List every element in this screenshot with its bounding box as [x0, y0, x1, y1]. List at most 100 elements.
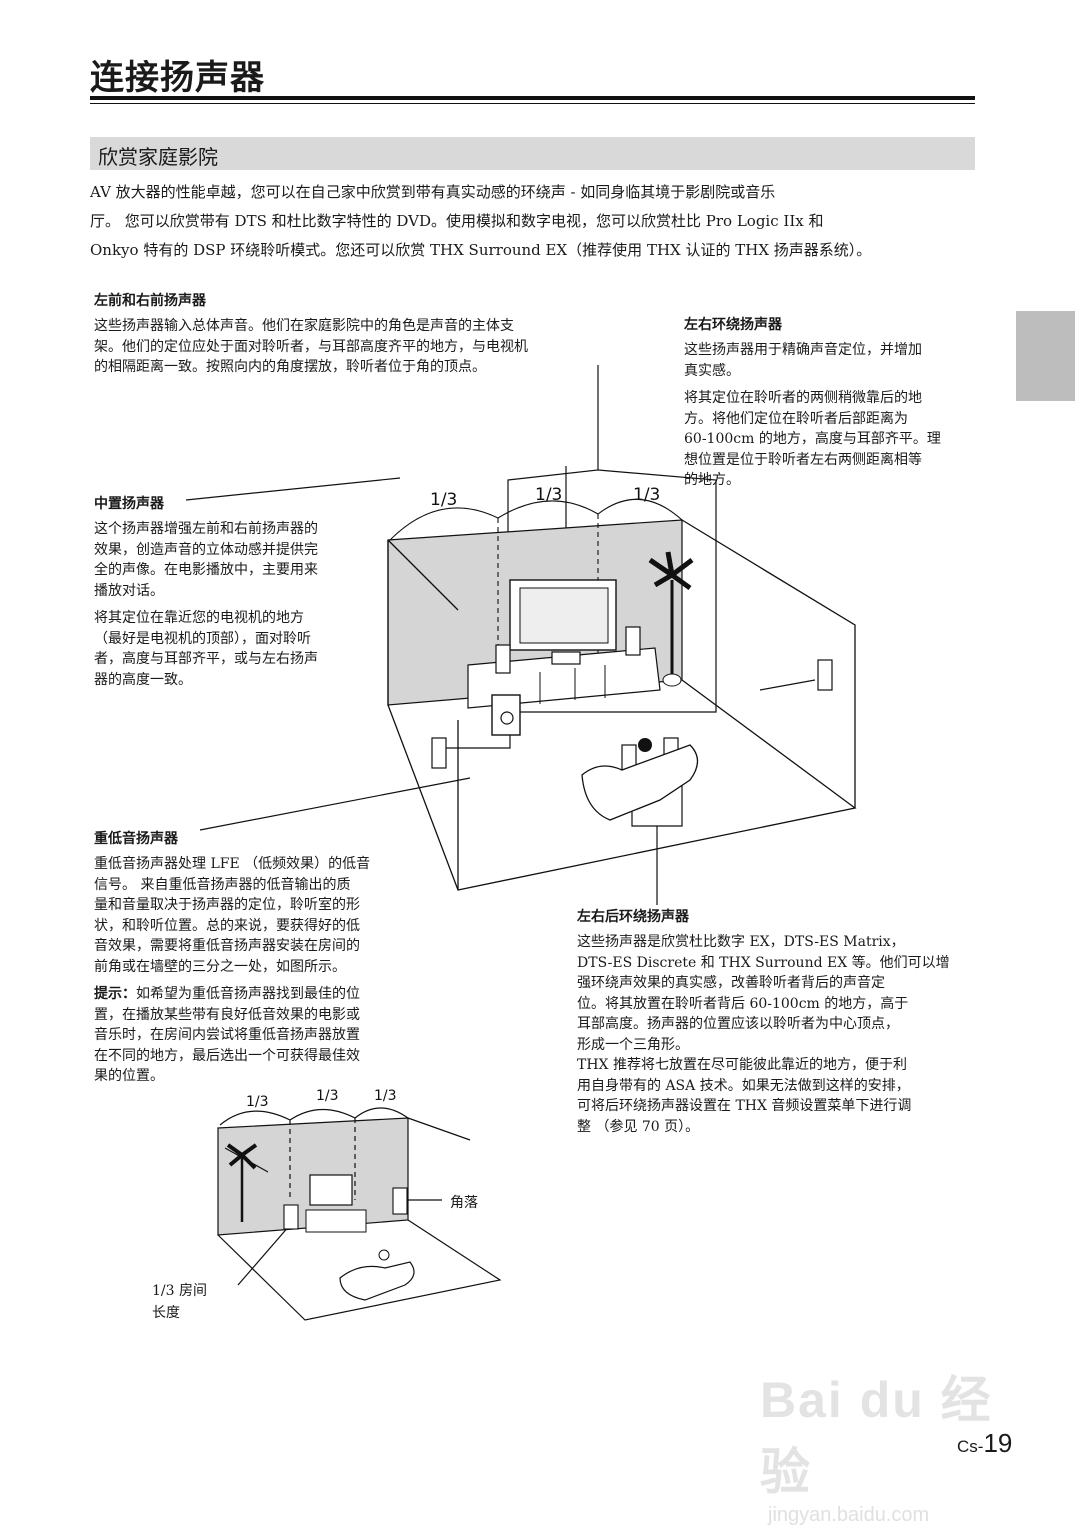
rear-line: THX 推荐将七放置在尽可能彼此靠近的地方，便于利 — [577, 1057, 907, 1073]
third-label: 1/3 — [430, 490, 457, 510]
center-line: 播放对话。 — [94, 582, 164, 599]
room-label-leader — [237, 1224, 291, 1286]
intro-line: AV 放大器的性能卓越，您可以在自己家中欣赏到带有真实动感的环绕声 - 如同身临… — [90, 183, 776, 201]
surround-speakers-block: 左右环绕扬声器 这些扬声器用于精确声音定位，并增加 真实感。 将其定位在聆听者的… — [684, 314, 984, 498]
corner-label: 角落 — [450, 1195, 478, 1211]
tip-line: 如希望为重低音扬声器找到最佳的位 — [136, 986, 360, 1002]
sofa — [581, 744, 699, 821]
surround-right-speaker — [817, 659, 833, 691]
rear-line: 耳部高度。扬声器的位置应该以聆听者为中心顶点， — [577, 1016, 899, 1032]
intro-line: Onkyo 特有的 DSP 环绕聆听模式。您还可以欣赏 THX Surround… — [90, 241, 872, 259]
front-line: 架。他们的定位应处于面对聆听者，与耳部高度齐平的地方，与电视机 — [94, 338, 528, 355]
surround-line: 这些扬声器用于精确声音定位，并增加 — [684, 342, 922, 358]
intro-line: 厅。 您可以欣赏带有 DTS 和杜比数字特性的 DVD。使用模拟和数字电视，您可… — [90, 212, 824, 230]
listener-head — [638, 738, 652, 752]
tv-stand — [467, 647, 661, 709]
front-line: 这些扬声器输入总体声音。他们在家庭影院中的角色是声音的主体支 — [94, 318, 514, 334]
tip-line: 在不同的地方，最后选出一个可获得最佳效 — [94, 1047, 360, 1064]
watermark-url: jingyan.baidu.com — [768, 1504, 930, 1526]
small-sofa — [339, 1261, 415, 1301]
center-line: 这个扬声器增强左前和右前扬声器的 — [94, 521, 318, 537]
small-floor — [217, 1219, 502, 1321]
subwoofer-title: 重低音扬声器 — [94, 831, 178, 847]
subwoofer-line: 状，和聆听位置。总的来说，要获得好的低 — [94, 917, 360, 934]
rear-line: 整 （参见 70 页）。 — [577, 1118, 700, 1135]
third-arc — [497, 500, 599, 519]
center-line: 效果，创造声音的立体动感并提供完 — [94, 541, 318, 558]
small-third-arc — [289, 1108, 356, 1121]
small-subwoofer — [283, 1204, 299, 1230]
subwoofer-block: 重低音扬声器 重低音扬声器处理 LFE （低频效果）的低音 信号。 来自重低音扬… — [94, 828, 424, 1094]
surround-line: 将其定位在聆听者的两侧稍微靠后的地 — [684, 390, 922, 406]
page-title: 连接扬声器 — [90, 58, 265, 98]
center-line: 者，高度与耳部齐平，或与左右扬声 — [94, 651, 318, 667]
watermark-logo-text: Bai du 经验 — [760, 1372, 993, 1500]
subwoofer — [491, 694, 521, 736]
rear-surround-block: 左右后环绕扬声器 这些扬声器是欣赏杜比数字 EX，DTS-ES Matrix， … — [577, 906, 977, 1144]
small-third-arc — [354, 1107, 409, 1119]
center-line: 将其定位在靠近您的电视机的地方 — [94, 610, 304, 626]
small-third-label: 1/3 — [246, 1094, 269, 1110]
front-right-speaker — [625, 626, 641, 656]
tv-screen — [519, 587, 609, 644]
front-left-speaker — [495, 644, 511, 674]
surround-line: 真实感。 — [684, 362, 740, 379]
center-speaker-block: 中置扬声器 这个扬声器增强左前和右前扬声器的 效果，创造声音的立体动感并提供完 … — [94, 493, 374, 697]
surround-left-speaker — [431, 737, 447, 769]
front-speakers-title: 左前和右前扬声器 — [94, 293, 206, 309]
rear-line: 可将后环绕扬声器设置在 THX 音频设置菜单下进行调 — [577, 1098, 912, 1114]
third-arc — [597, 498, 683, 521]
rear-line: 这些扬声器是欣赏杜比数字 EX，DTS-ES Matrix， — [577, 934, 905, 950]
third-label: 1/3 — [633, 485, 660, 505]
small-third-arc — [219, 1110, 291, 1126]
rear-surround-title: 左右后环绕扬声器 — [577, 909, 689, 925]
small-tv-stand — [305, 1209, 367, 1233]
rear-line: 位。将其放置在聆听者背后 60-100cm 的地方，高于 — [577, 995, 909, 1012]
surround-line: 方。将他们定位在聆听者后部距离为 — [684, 410, 908, 427]
center-speaker-title: 中置扬声器 — [94, 496, 164, 512]
surround-line: 想位置是位于聆听者左右两侧距离相等 — [684, 451, 922, 468]
subwoofer-line: 前角或在墙壁的三分之一处，如图所示。 — [94, 958, 346, 975]
surround-speakers-title: 左右环绕扬声器 — [684, 317, 782, 333]
center-line: （最好是电视机的顶部），面对聆听 — [94, 630, 311, 647]
rear-line: 形成一个三角形。 — [577, 1036, 689, 1053]
tip-line: 果的位置。 — [94, 1068, 164, 1084]
small-third-label: 1/3 — [316, 1088, 339, 1104]
center-leader-line — [185, 477, 401, 501]
small-third-label: 1/3 — [374, 1088, 397, 1104]
subwoofer-line: 信号。 来自重低音扬声器的低音输出的质 — [94, 876, 351, 893]
surround-leader-right — [759, 679, 816, 691]
third-arc — [389, 507, 499, 541]
rear-line: 强环绕声效果的真实感，改善聆听者背后的声音定 — [577, 975, 885, 991]
room-length-label: 1/3 房间 长度 — [152, 1283, 207, 1321]
page-number: Cs-19 — [957, 1428, 1013, 1458]
rear-line: DTS-ES Discrete 和 THX Surround EX 等。他们可以… — [577, 954, 950, 971]
tip-line: 音乐时，在房间内尝试将重低音扬声器放置 — [94, 1027, 360, 1043]
small-tv — [309, 1174, 353, 1206]
title-rule-thick — [90, 96, 975, 100]
third-label: 1/3 — [535, 485, 562, 505]
subwoofer-leader-line — [199, 777, 471, 831]
center-line: 全的声像。在电影播放中，主要用来 — [94, 562, 318, 578]
small-palm-plant — [226, 1143, 258, 1222]
right-wall — [681, 519, 856, 808]
rear-line: 用自身带有的 ASA 技术。如果无法做到这样的安排， — [577, 1077, 910, 1094]
subwoofer-line: 音效果，需要将重低音扬声器安装在房间的 — [94, 938, 360, 954]
front-speakers-block: 左前和右前扬声器 这些扬声器输入总体声音。他们在家庭影院中的角色是声音的主体支 … — [94, 290, 624, 378]
small-corner-speaker — [392, 1187, 408, 1215]
center-speaker — [551, 651, 581, 665]
surround-line: 60-100cm 的地方，高度与耳部齐平。理 — [684, 431, 941, 447]
tip-line: 置，在播放某些带有良好低音效果的电影或 — [94, 1006, 360, 1023]
palm-plant — [648, 551, 694, 687]
tip-label: 提示： — [94, 986, 136, 1002]
section-bar — [90, 137, 975, 170]
intro-paragraph: AV 放大器的性能卓越，您可以在自己家中欣赏到带有真实动感的环绕声 - 如同身临… — [90, 178, 980, 265]
subwoofer-line: 重低音扬声器处理 LFE （低频效果）的低音 — [94, 856, 371, 872]
center-line: 器的高度一致。 — [94, 671, 192, 688]
front-line: 的相隔距离一致。按照向内的角度摆放，聆听者位于角的顶点。 — [94, 359, 486, 375]
chapter-tab — [1016, 311, 1075, 401]
subwoofer-line: 量和音量取决于扬声器的定位，聆听室的形 — [94, 897, 360, 913]
title-rule-thin — [90, 103, 975, 104]
section-title: 欣赏家庭影院 — [98, 145, 218, 169]
